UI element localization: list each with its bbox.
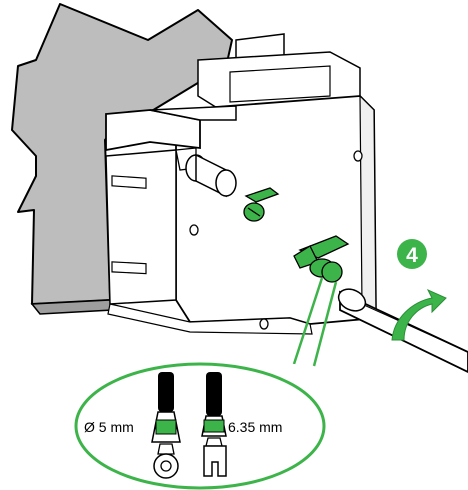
screw-hole xyxy=(259,318,269,330)
terminal-lower xyxy=(293,235,350,283)
terminal-upper xyxy=(243,187,280,222)
fork-terminal-size-label: 6.35 mm xyxy=(228,419,282,435)
callout-bubble xyxy=(74,362,326,490)
screw-hole xyxy=(189,224,199,236)
clamp-screw xyxy=(185,153,237,198)
fork-terminal xyxy=(201,372,227,477)
device-housing xyxy=(105,33,377,335)
ring-terminal xyxy=(151,372,181,479)
mounting-clip xyxy=(105,105,237,171)
step-number: 4 xyxy=(406,244,418,267)
step-badge xyxy=(397,239,427,269)
rotate-arrow-icon xyxy=(391,288,447,341)
screw-hole xyxy=(353,150,363,162)
callout-pointer xyxy=(292,277,338,367)
ring-terminal-size-label: Ø 5 mm xyxy=(84,419,134,435)
